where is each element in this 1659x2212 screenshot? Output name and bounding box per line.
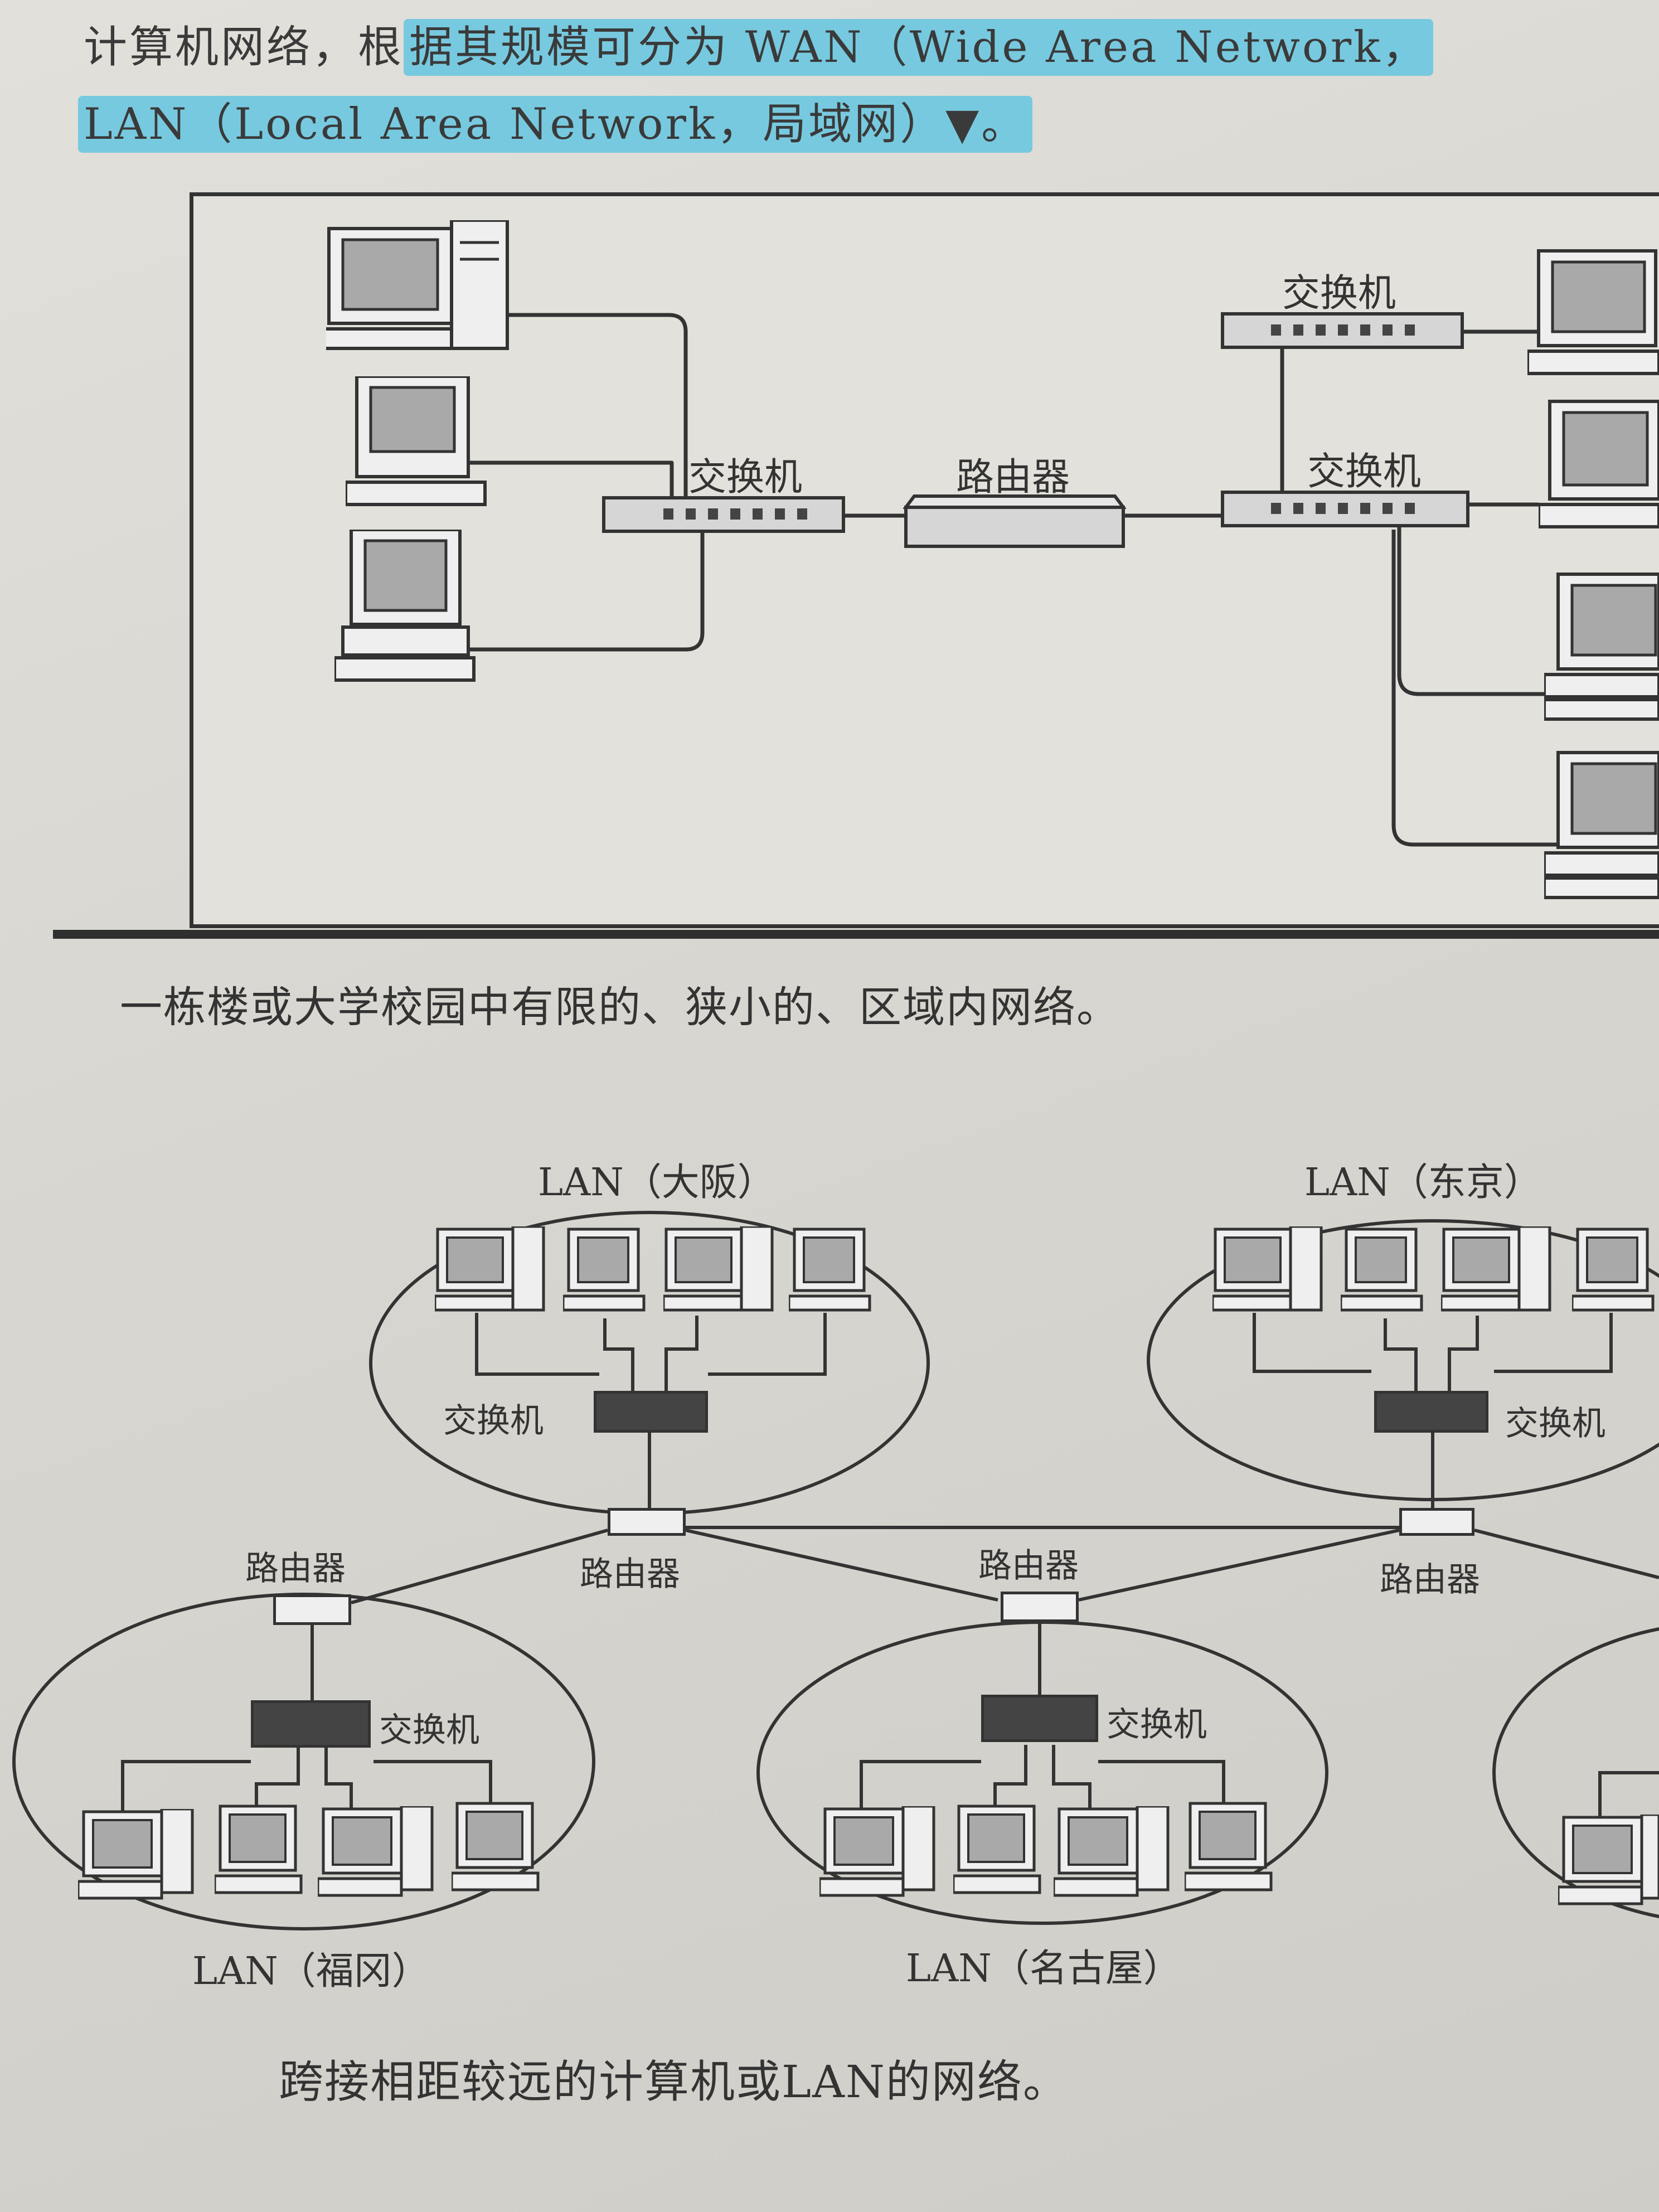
- fukuoka-computer-2-icon: [213, 1803, 304, 1900]
- lan-switch-right-top-icon: [1221, 312, 1466, 353]
- intro-line-1-highlight: 据其规模可分为 WAN（Wide Area Network，: [404, 19, 1434, 76]
- partial-lan-computer-icon: [1556, 1813, 1659, 1912]
- fukuoka-switch-label: 交换机: [379, 1711, 479, 1750]
- tokyo-computer-1-icon: [1211, 1225, 1324, 1318]
- tokyo-switch-icon: [1374, 1391, 1488, 1433]
- wan-caption: 跨接相距较远的计算机或LAN的网络。: [279, 2056, 1069, 2108]
- intro-line-2: LAN（Local Area Network，局域网）▼。: [78, 89, 1033, 153]
- lan-switch-left-label: 交换机: [688, 455, 803, 499]
- lan-switch-left-icon: [602, 496, 847, 537]
- lan-switch-right-top-label: 交换机: [1282, 271, 1396, 316]
- lan-fukuoka-title: LAN（福冈）: [192, 1949, 430, 1993]
- router-fukuoka-label: 路由器: [245, 1549, 346, 1588]
- lan-switch-right-bottom-icon: [1221, 491, 1472, 532]
- fukuoka-switch-icon: [251, 1700, 371, 1748]
- router-tokyo-label: 路由器: [1380, 1560, 1480, 1599]
- osaka-computer-4-icon: [787, 1226, 872, 1318]
- osaka-computer-1-icon: [433, 1225, 546, 1318]
- lan-computer-right-2-icon: [1537, 396, 1659, 537]
- lan-computer-right-3-icon: [1542, 569, 1659, 727]
- lan-computer-right-1-icon: [1526, 245, 1659, 381]
- tokyo-computer-2-icon: [1339, 1226, 1424, 1318]
- osaka-switch-label: 交换机: [443, 1401, 544, 1440]
- nagoya-computer-4-icon: [1183, 1801, 1274, 1898]
- tokyo-computer-4-icon: [1570, 1226, 1656, 1318]
- nagoya-computer-3-icon: [1052, 1804, 1171, 1903]
- nagoya-computer-2-icon: [952, 1803, 1042, 1900]
- tokyo-computer-3-icon: [1439, 1225, 1553, 1318]
- lan-switch-right-bottom-label: 交换机: [1307, 450, 1422, 494]
- router-fukuoka-icon: [273, 1594, 351, 1625]
- osaka-computer-3-icon: [662, 1225, 775, 1318]
- section-divider: [53, 930, 1659, 939]
- router-osaka-label: 路由器: [580, 1555, 680, 1594]
- lan-osaka-title: LAN（大阪）: [538, 1161, 775, 1205]
- lan-caption: 一栋楼或大学校园中有限的、狭小的、区域内网络。: [120, 982, 1120, 1032]
- router-tokyo-icon: [1399, 1508, 1474, 1536]
- osaka-computer-2-icon: [561, 1226, 647, 1318]
- router-nagoya-label: 路由器: [978, 1546, 1079, 1585]
- lan-computer-desktop-icon: [333, 528, 479, 688]
- nagoya-switch-icon: [981, 1695, 1098, 1742]
- nagoya-computer-1-icon: [818, 1804, 937, 1903]
- lan-computer-tower-icon: [322, 219, 510, 356]
- fukuoka-computer-4-icon: [450, 1801, 541, 1898]
- lan-computer-right-4-icon: [1542, 747, 1659, 905]
- router-osaka-icon: [608, 1508, 686, 1536]
- lan-nagoya-title: LAN（名古屋）: [906, 1947, 1181, 1991]
- fukuoka-computer-3-icon: [316, 1804, 435, 1903]
- osaka-switch-icon: [594, 1391, 708, 1433]
- lan-computer-mac-icon: [344, 375, 491, 512]
- fukuoka-computer-1-icon: [76, 1807, 195, 1906]
- tokyo-switch-label: 交换机: [1505, 1404, 1605, 1443]
- intro-line-2-highlight: LAN（Local Area Network，局域网）▼。: [78, 96, 1033, 153]
- nagoya-switch-label: 交换机: [1107, 1705, 1207, 1744]
- intro-line-1-text: 计算机网络，根: [84, 22, 404, 72]
- lan-tokyo-title: LAN（东京）: [1304, 1161, 1542, 1205]
- intro-line-1: 计算机网络，根据其规模可分为 WAN（Wide Area Network，: [84, 12, 1434, 76]
- lan-router-label: 路由器: [956, 455, 1070, 499]
- lan-router-icon: [903, 491, 1127, 554]
- router-nagoya-icon: [1001, 1592, 1079, 1622]
